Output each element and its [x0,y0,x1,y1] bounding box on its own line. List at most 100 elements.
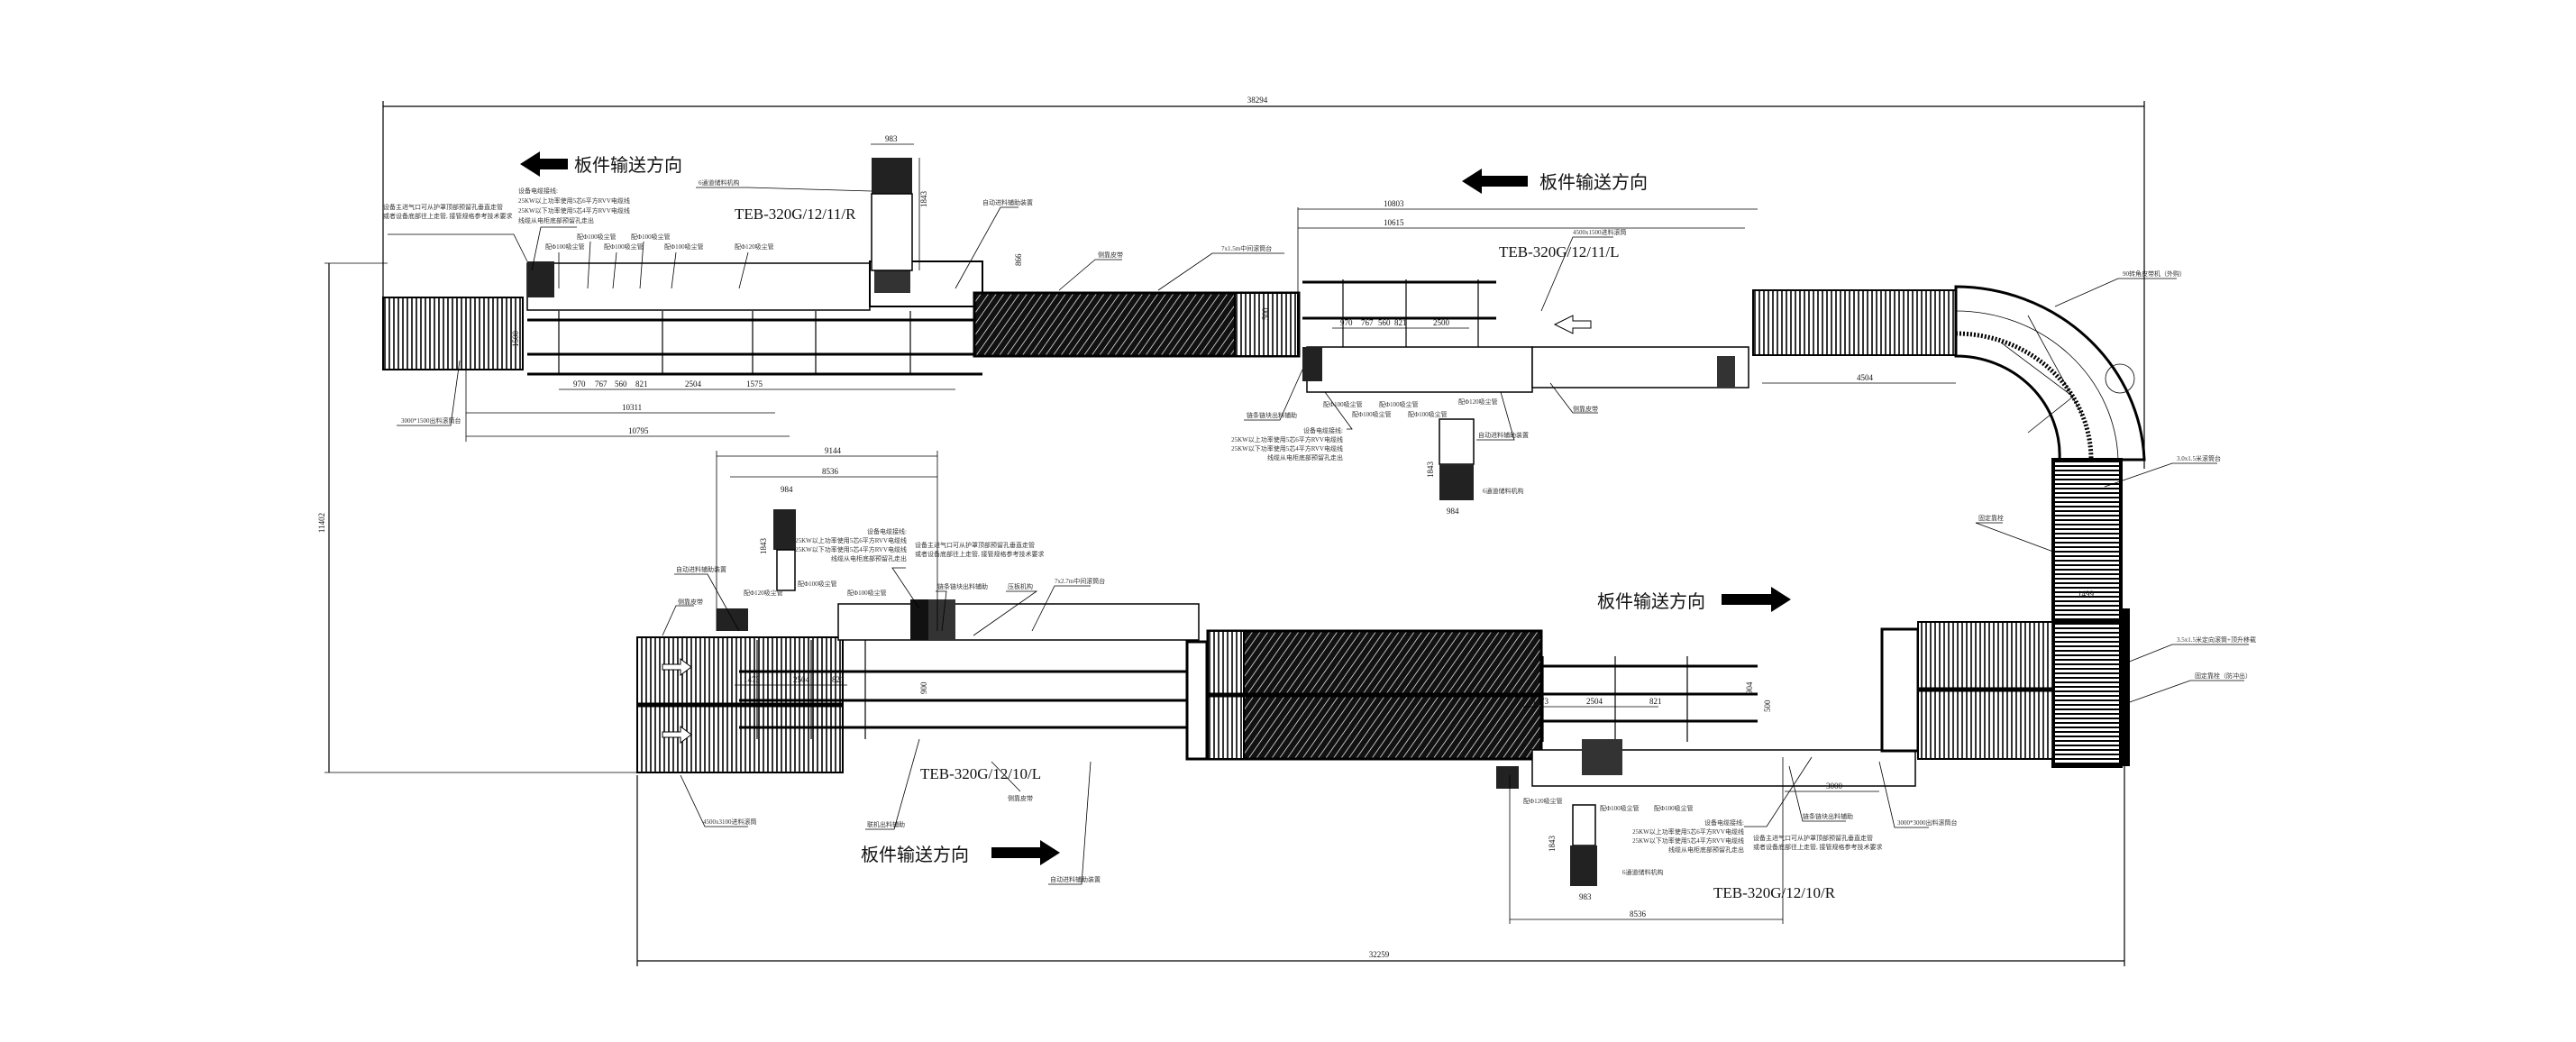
label-storage: 6通道储料机构 [699,178,740,187]
machine-body [526,262,871,311]
dim: 8536 [1630,909,1647,919]
note-cable: 设备电缆接线: [1303,426,1343,434]
label-side-belt: 侧靠皮带 [1573,405,1598,413]
svg-text:板件输送方向: 板件输送方向 [1539,171,1648,193]
dim: 10803 [1384,199,1404,208]
label-chain-out: 链条链块出料辅助 [1803,812,1853,820]
dim: 821 [832,675,845,684]
chain-output-ladder [1880,627,1920,753]
note-air: 或者设备底部往上走管, 接管规格参考技术要求 [915,550,1045,558]
model-label: TEB-320G/12/11/R [735,206,856,223]
dim: 8536 [822,467,839,476]
dim: 10311 [622,403,642,412]
pipe-label: 配Φ100吸尘管 [664,242,704,251]
direction-arrow-4: 板件输送方向 [861,840,1060,865]
output-roller-table-3000x1500 [382,297,524,370]
dim: 1499 [2078,590,2095,599]
label-side-belt: 侧靠皮带 [678,598,703,606]
pipe-label: 配Φ120吸尘管 [744,589,783,597]
dim: 1500 [511,331,520,348]
label-output-roller: 3000*3000出料滚筒台 [1897,818,1958,827]
label-side-belt: 侧靠皮带 [1008,794,1033,802]
dim: 904 [1745,681,1754,694]
pipe-label: 配Φ100吸尘管 [798,580,837,588]
dim: 1843 [1426,462,1435,479]
note-cable: 线缆从电柜底部预留孔走出 [1267,453,1343,462]
svg-text:板件输送方向: 板件输送方向 [574,154,682,176]
storage-unit [1572,804,1596,846]
line-teb-10-l: TEB-320G/12/10/L 9144 8536 984 1843 1473… [636,446,1209,830]
model-label: TEB-320G/12/11/L [1499,243,1619,260]
dim: 9144 [825,446,842,455]
dim-overall-top: 38294 [1247,96,1268,105]
direction-arrow-2: 板件输送方向 [1462,169,1648,194]
label-stop: 固定靠栓（防冲出） [2195,672,2252,680]
note-cable: 线缆从电柜底部预留孔走出 [1668,845,1744,854]
note-air: 设备主进气口可从护罩顶部预留孔垂直走管 [1753,834,1873,842]
dim: 970 [1340,318,1353,327]
machine-body [837,603,1200,641]
dim: 984 [1447,507,1459,516]
dim: 866 [1014,253,1023,266]
pipe-label: 配Φ100吸尘管 [577,233,617,241]
overall-dimensions: 38294 32259 11402 [317,96,2145,966]
dim: 500 [1763,699,1772,712]
note-air: 设备主进气口可从护罩顶部预留孔垂直走管 [915,541,1035,549]
dim: 2504 [1586,697,1603,706]
storage-unit [773,509,796,550]
machine-body [1306,346,1533,393]
model-label: TEB-320G/12/10/L [920,765,1041,782]
dim: 10795 [628,426,649,435]
note-cable: 线缆从电柜底部预留孔走出 [831,554,907,562]
dim: 970 [573,379,586,388]
dim-overall-bottom: 32259 [1369,950,1390,959]
svg-text:板件输送方向: 板件输送方向 [1597,590,1705,612]
label-auto-feed: 自动进料辅助装置 [676,565,726,573]
note-air: 或者设备底部往上走管, 接管规格参考技术要求 [383,212,513,220]
note-cable: 25KW以上功率使用5芯6平方RVV电缆线 [795,536,907,544]
line-teb-11-l: TEB-320G/12/11/L 10803 10615 970 767 560… [1231,199,1758,516]
intermediate-roller-table-7x2.7: 链条链块出料辅助 压板机构 7x2.7m中间滚筒台 侧靠皮带 自动进料辅助装置 [936,577,1543,885]
dim: 821 [635,379,648,388]
label-infeed: 4500x1500进料滚筒 [1573,228,1627,236]
model-label: TEB-320G/12/10/R [1713,884,1836,901]
pipe-label: 配Φ100吸尘管 [1408,410,1448,418]
vertical-roller-tables: 1499 3.0x1.5米滚筒台 3.5x1.5米定向滚筒+顶升移载 固定靠栓（… [1975,454,2256,768]
dim: 900 [919,681,928,694]
label-chain-out: 链条链块出料辅助 [1247,411,1297,419]
dim: 984 [781,485,793,494]
pipe-label: 配Φ120吸尘管 [735,242,774,251]
label-infeed: 4500x3100进料滚筒 [703,818,757,826]
dim: 821 [1394,318,1407,327]
label-chain-out: 链条链块出料辅助 [937,582,988,590]
dim: 2500 [1433,318,1450,327]
pipe-label: 配Φ100吸尘管 [847,589,887,597]
dim: 560 [615,379,627,388]
note-cable: 25KW以上功率使用5芯6平方RVV电缆线 [1632,827,1744,836]
label-corner: 90转角皮带机（外购） [2123,270,2186,278]
label-output-roller: 3000*1500出料滚筒台 [401,416,461,425]
machine-head [1531,346,1749,388]
label-auto-feed: 自动进料辅助装置 [1050,875,1101,883]
label-mid-table: 7x1.5m中间滚筒台 [1221,244,1272,252]
dim: 767 [1361,318,1374,327]
pipe-label: 配Φ100吸尘管 [1379,400,1419,408]
label-storage: 6通道储料机构 [1622,868,1664,876]
dim-overall-left: 11402 [317,513,326,533]
label-table: 3.0x1.5米滚筒台 [2177,454,2221,462]
label-storage: 6通道储料机构 [1483,487,1524,495]
note-cable: 设备电缆接线: [1704,818,1744,827]
dim: 767 [595,379,607,388]
label-stop: 固定靠栓 [1978,514,2004,522]
dim: 10615 [1384,218,1404,227]
label-auto-feed: 自动进料辅助装置 [1478,431,1529,439]
label-link-out: 联机出料辅助 [867,820,905,828]
note-cable: 25KW以上功率使用5芯6平方RVV电缆线 [518,197,630,205]
storage-unit [872,158,912,194]
note-cable: 25KW以下功率使用5芯4平方RVV电缆线 [795,545,907,553]
note-cable: 25KW以下功率使用5芯4平方RVV电缆线 [1632,836,1744,845]
pipe-label: 配Φ100吸尘管 [1600,804,1640,812]
pipe-label: 配Φ120吸尘管 [1458,398,1498,406]
line-teb-11-r: TEB-320G/12/11/R 配Φ100吸尘管 配Φ100吸尘管 配Φ100… [382,134,1023,442]
